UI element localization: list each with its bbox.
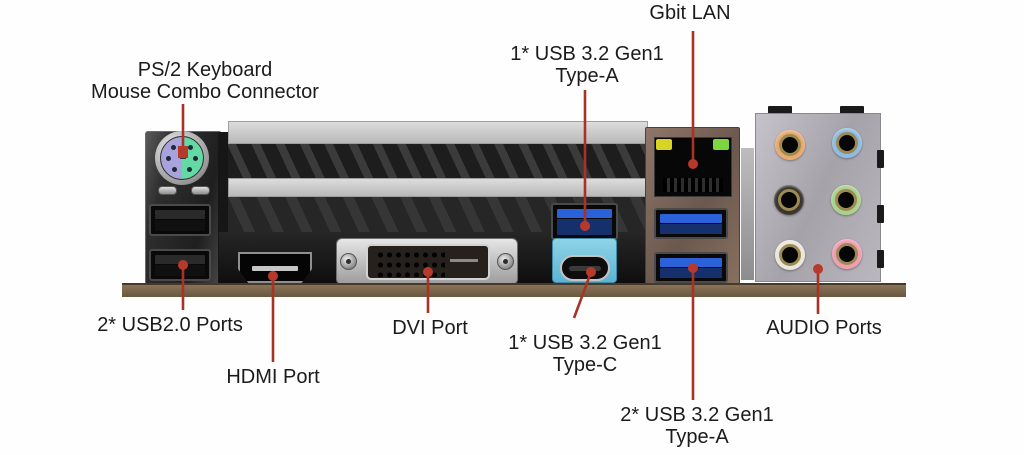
usb-cavity bbox=[155, 265, 205, 276]
usb3-typec-port bbox=[560, 255, 610, 281]
ps2-pin bbox=[166, 156, 171, 161]
audio-jack-white bbox=[775, 240, 805, 270]
usb3-typea-port-top bbox=[551, 203, 618, 240]
dvi-port bbox=[336, 238, 518, 285]
label-usb20: 2* USB2.0 Ports bbox=[97, 314, 243, 336]
usb-cavity bbox=[660, 268, 722, 278]
label-audio-line1: AUDIO Ports bbox=[766, 317, 882, 339]
bracket-strip bbox=[741, 148, 754, 280]
label-ps2-line1: PS/2 Keyboard bbox=[137, 59, 273, 81]
audio-jack-blue bbox=[832, 128, 862, 158]
vent-slot bbox=[158, 186, 177, 195]
usb2-port-2 bbox=[149, 249, 211, 281]
usb-tongue bbox=[155, 255, 205, 264]
jack-hole bbox=[779, 244, 801, 266]
rj45-contacts bbox=[663, 178, 723, 192]
ps2-pin bbox=[188, 145, 193, 150]
label-dvi-line1: DVI Port bbox=[392, 317, 468, 339]
label-usb32-a-bottom-line1: 2* USB 3.2 Gen1 bbox=[620, 404, 774, 426]
vent-slot bbox=[191, 186, 210, 195]
ps2-key-slot bbox=[180, 149, 186, 159]
label-usb32-a-top-line2: Type-A bbox=[555, 65, 619, 87]
heatsink-bar-top bbox=[228, 121, 648, 144]
usb-tongue bbox=[660, 258, 722, 267]
jack-hole bbox=[835, 189, 857, 211]
label-usb32-a-bottom-line2: Type-A bbox=[665, 426, 729, 448]
label-usb32-c-line1: 1* USB 3.2 Gen1 bbox=[508, 332, 662, 354]
label-usb32-c: 1* USB 3.2 Gen1 Type-C bbox=[508, 332, 661, 376]
usb3-typea-port-bottom bbox=[654, 252, 728, 283]
label-dvi: DVI Port bbox=[392, 317, 468, 339]
ps2-port bbox=[160, 136, 204, 180]
audio-tab bbox=[877, 250, 884, 268]
label-usb32-a-top: 1* USB 3.2 Gen1 Type-A bbox=[510, 43, 663, 87]
heatsink-fins-upper bbox=[228, 143, 648, 179]
label-hdmi-line1: HDMI Port bbox=[226, 366, 320, 388]
pcb-edge bbox=[122, 283, 906, 297]
label-audio: AUDIO Ports bbox=[766, 317, 882, 339]
typec-pin bbox=[569, 266, 601, 271]
usb-tongue bbox=[155, 210, 205, 219]
dvi-screw-left bbox=[340, 253, 357, 270]
audio-tab bbox=[840, 106, 864, 114]
dvi-screw-right bbox=[497, 253, 514, 270]
audio-tab bbox=[877, 150, 884, 168]
ps2-pin bbox=[193, 156, 198, 161]
usb-cavity bbox=[155, 220, 205, 231]
ps2-pin bbox=[187, 167, 192, 172]
ps2-pin bbox=[171, 145, 176, 150]
lan-led-yellow bbox=[656, 139, 672, 150]
label-usb32-a-bottom: 2* USB 3.2 Gen1 Type-A bbox=[620, 404, 773, 448]
jack-hole bbox=[836, 132, 858, 154]
usb-tongue bbox=[557, 209, 612, 218]
audio-jack-black bbox=[774, 185, 804, 215]
usb-tongue bbox=[660, 214, 722, 223]
label-usb20-line1: 2* USB2.0 Ports bbox=[97, 314, 243, 336]
usb-cavity bbox=[660, 224, 722, 234]
usb2-port-1 bbox=[149, 204, 211, 236]
hdmi-port bbox=[238, 252, 312, 283]
audio-tab bbox=[768, 106, 792, 114]
ps2-pin bbox=[172, 167, 177, 172]
jack-hole bbox=[779, 134, 801, 156]
usb-cavity bbox=[557, 219, 612, 235]
audio-tab bbox=[877, 205, 884, 223]
label-usb32-c-line2: Type-C bbox=[552, 354, 618, 376]
dvi-blade-slot bbox=[450, 259, 478, 262]
label-ps2-line2: Mouse Combo Connector bbox=[91, 81, 319, 103]
label-lan-line1: Gbit LAN bbox=[649, 2, 731, 24]
label-lan: Gbit LAN bbox=[649, 2, 730, 24]
label-ps2: PS/2 Keyboard Mouse Combo Connector bbox=[91, 59, 319, 103]
label-usb32-a-top-line1: 1* USB 3.2 Gen1 bbox=[510, 43, 664, 65]
jack-hole bbox=[778, 189, 800, 211]
dvi-connector bbox=[366, 244, 490, 280]
dvi-pin-grid bbox=[375, 249, 445, 277]
audio-jack-orange bbox=[775, 130, 805, 160]
audio-jack-pink bbox=[832, 239, 862, 269]
lan-led-green bbox=[713, 139, 729, 150]
heatsink-bar-bottom bbox=[228, 178, 648, 197]
label-hdmi: HDMI Port bbox=[226, 366, 319, 388]
jack-hole bbox=[836, 243, 858, 265]
usb3-typea-port-mid bbox=[654, 208, 728, 239]
hdmi-tongue bbox=[252, 266, 298, 271]
audio-jack-green bbox=[831, 185, 861, 215]
